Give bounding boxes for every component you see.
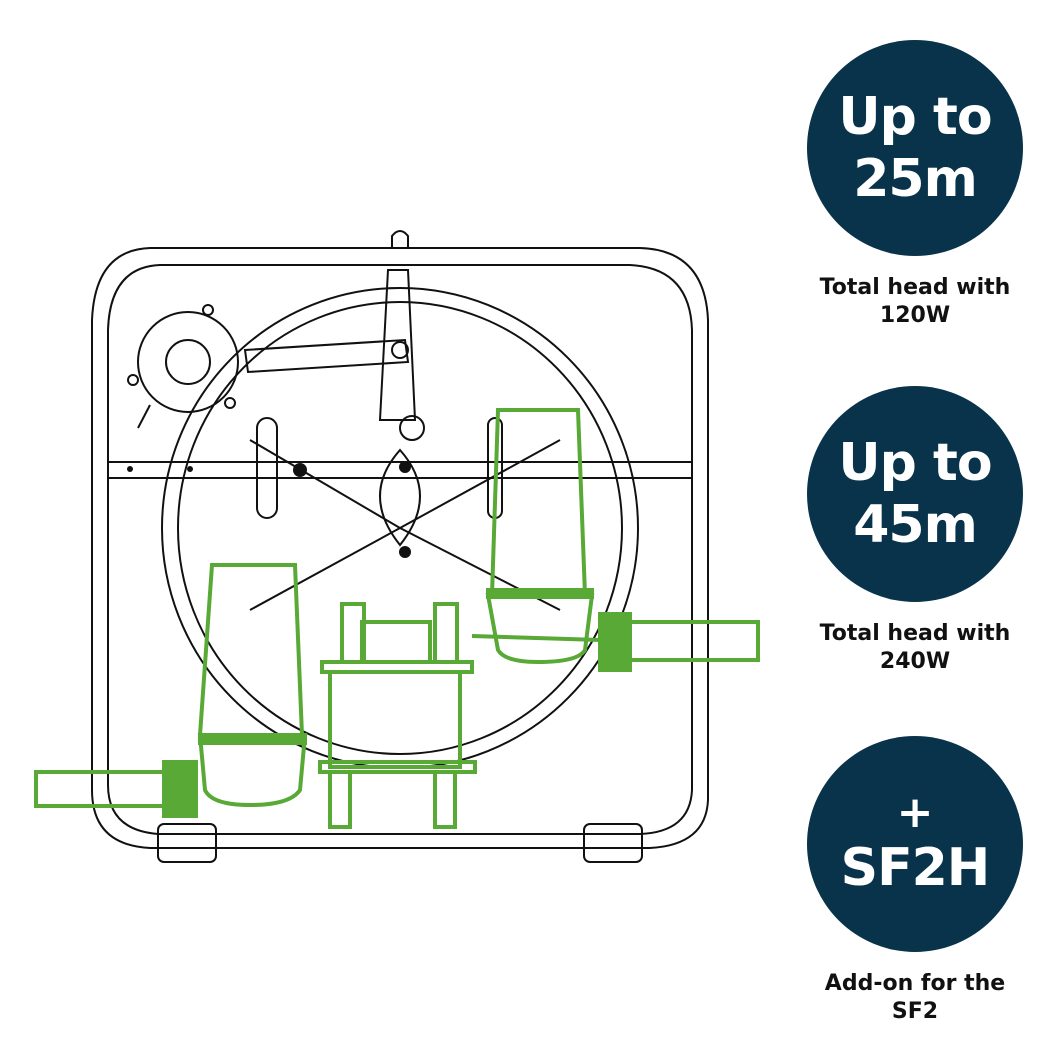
feature-caption: Total head with 120W	[806, 274, 1024, 330]
caption-line1: Total head with	[819, 275, 1011, 300]
feature-line1: Up to	[838, 87, 992, 147]
feature-sf2h-addon: + SF2H Add-on for the SF2	[806, 736, 1024, 1026]
caption-line2: 120W	[879, 303, 951, 328]
caption-line1: Add-on for the	[824, 971, 1006, 996]
feature-caption: Add-on for the SF2	[806, 970, 1024, 1026]
plus-icon: +	[896, 787, 934, 838]
feature-circle: + SF2H	[807, 736, 1023, 952]
pumps-highlight	[34, 408, 760, 829]
feature-caption: Total head with 240W	[806, 620, 1024, 676]
feature-line2: 25m	[853, 149, 978, 209]
feature-head-240w: Up to 45m Total head with 240W	[806, 386, 1024, 676]
caption-line2: 240W	[879, 649, 951, 674]
feature-line1: Up to	[838, 433, 992, 493]
feature-circle: Up to 25m	[807, 40, 1023, 256]
caption-line2: SF2	[891, 999, 939, 1024]
feature-line2: SF2H	[840, 838, 991, 898]
caption-line1: Total head with	[819, 621, 1011, 646]
feature-head-120w: Up to 25m Total head with 120W	[806, 40, 1024, 330]
bolts	[127, 461, 411, 558]
feature-circle: Up to 45m	[807, 386, 1023, 602]
feature-line2: 45m	[853, 495, 978, 555]
pump-reel-illustration	[34, 230, 760, 863]
